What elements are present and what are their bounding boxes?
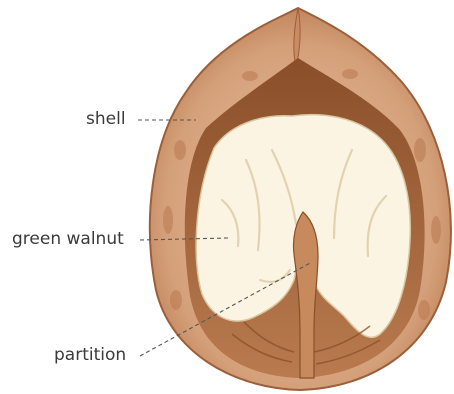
label-partition: partition bbox=[54, 347, 126, 364]
label-shell: shell bbox=[86, 111, 126, 128]
label-green-walnut: green walnut bbox=[12, 231, 124, 248]
